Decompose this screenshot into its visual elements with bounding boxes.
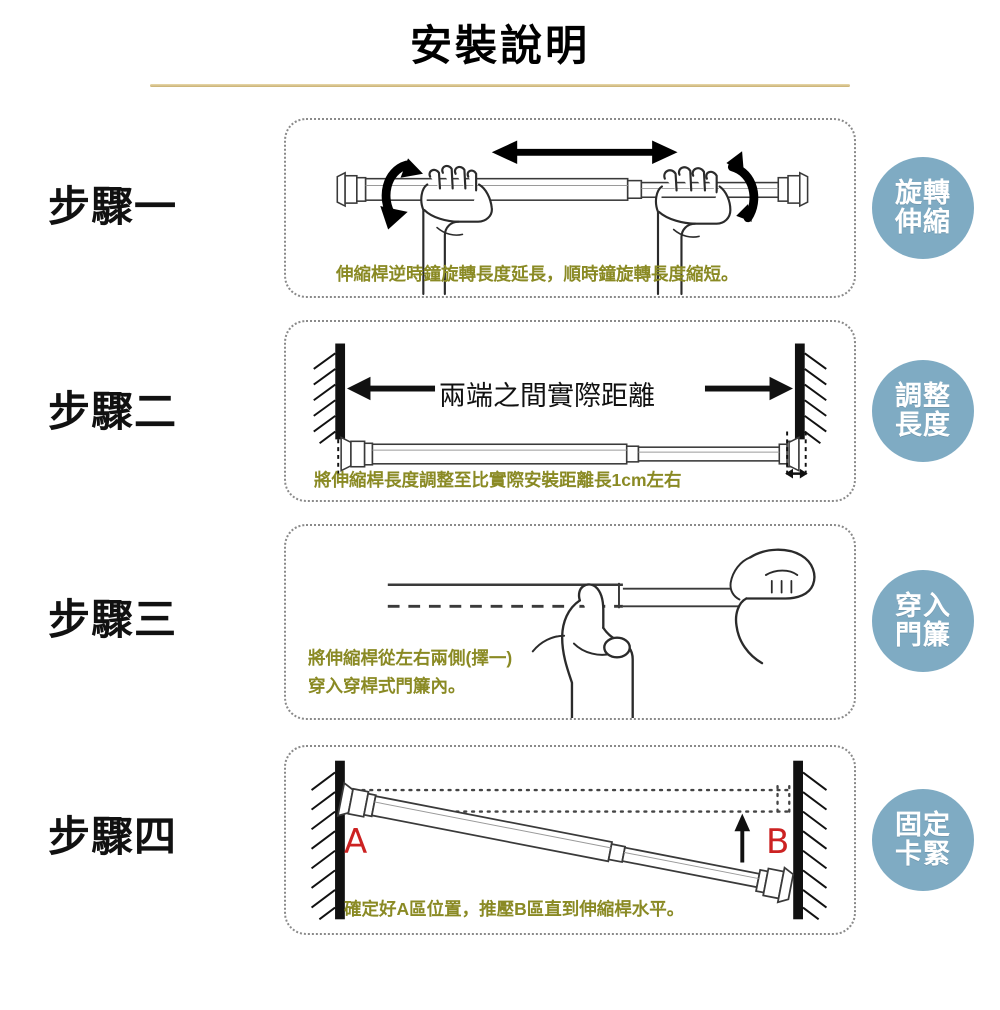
page-title: 安裝說明 <box>409 21 590 70</box>
step-4-badge: 固定 卡緊 <box>872 789 974 891</box>
step-1-diagram <box>336 140 809 296</box>
step-4-caption: 確定好A區位置，推壓B區直到伸縮桿水平。 <box>344 899 685 920</box>
step-1-badge-line-1: 旋轉 <box>895 177 951 208</box>
step-2-diagram <box>313 343 827 479</box>
step-1-badge: 旋轉 伸縮 <box>872 157 974 259</box>
step-2-badge-line-2: 長度 <box>895 410 951 440</box>
step-4-marker-a: A <box>344 822 368 862</box>
step-2-badge: 調整 長度 <box>872 360 974 462</box>
step-3-badge: 穿入 門簾 <box>872 570 974 672</box>
step-3-badge-line-1: 穿入 <box>895 590 951 621</box>
step-4-badge-line-1: 固定 <box>895 809 951 840</box>
step-row-1: 步驟一 <box>0 118 1000 298</box>
step-2-distance-label: 兩端之間實際距離 <box>439 381 655 412</box>
step-label-1: 步驟一 <box>48 182 178 231</box>
step-panel-4: A B 確定好A區位置，推壓B區直到伸縮桿水平。 <box>284 745 856 935</box>
step-3-diagram <box>387 548 816 718</box>
title-divider <box>150 84 850 87</box>
step-1-caption: 伸縮桿逆時鐘旋轉長度延長，順時鐘旋轉長度縮短。 <box>336 264 739 285</box>
step-row-3: 步驟三 <box>0 524 1000 720</box>
step-4-diagram <box>310 760 828 921</box>
step-2-caption: 將伸縮桿長度調整至比實際安裝距離長1cm左右 <box>314 470 682 491</box>
step-3-caption-line-2: 穿入穿桿式門簾內。 <box>308 676 466 696</box>
step-1-badge-line-2: 伸縮 <box>895 207 951 237</box>
step-panel-1: 伸縮桿逆時鐘旋轉長度延長，順時鐘旋轉長度縮短。 <box>284 118 856 298</box>
step-row-2: 步驟二 <box>0 320 1000 502</box>
step-label-3: 步驟三 <box>48 595 178 644</box>
step-4-marker-b: B <box>766 822 790 862</box>
step-2-badge-line-1: 調整 <box>895 380 951 411</box>
step-row-4: 步驟四 <box>0 745 1000 935</box>
step-4-badge-line-2: 卡緊 <box>895 839 951 869</box>
step-3-caption-line-1: 將伸縮桿從左右兩側(擇一) <box>308 648 513 668</box>
step-label-2: 步驟二 <box>48 387 178 436</box>
step-panel-3: 將伸縮桿從左右兩側(擇一) 穿入穿桿式門簾內。 <box>284 524 856 720</box>
step-panel-2: 兩端之間實際距離 將伸縮桿長度調整至比實際安裝距離長1cm左右 <box>284 320 856 502</box>
step-3-badge-line-2: 門簾 <box>895 620 951 650</box>
step-label-4: 步驟四 <box>48 812 178 861</box>
